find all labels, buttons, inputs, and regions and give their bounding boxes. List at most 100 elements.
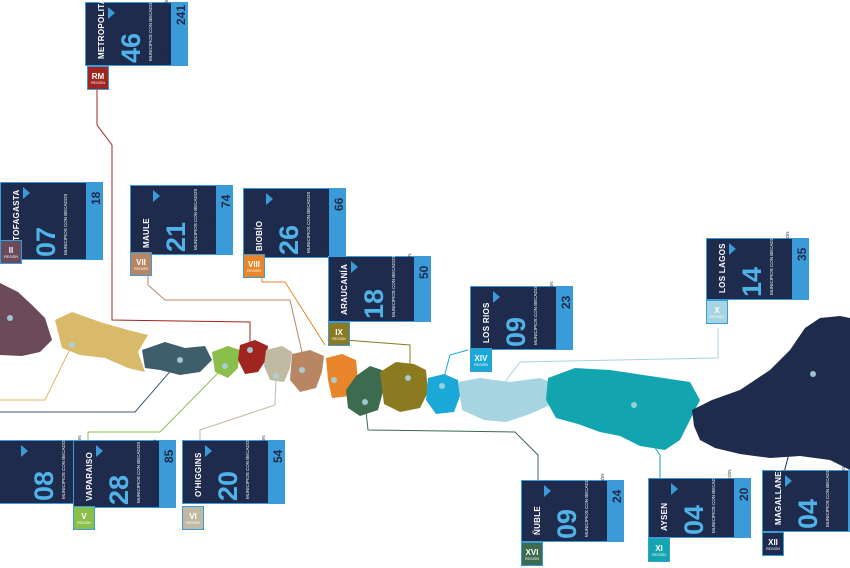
region-roman-numeral: XIV — [474, 353, 488, 363]
leader-line-ohiggins — [199, 377, 277, 440]
pointer-arrow-icon — [205, 445, 212, 457]
beneficiados-panel — [268, 441, 284, 503]
region-name-label: LOS LAGOS — [718, 243, 727, 293]
municipios-label: MUNICIPIOS CON BECADOS — [193, 188, 198, 250]
region-shape-araucania — [380, 362, 428, 412]
leader-line-maule — [147, 272, 303, 353]
region-roman-numeral: IX — [335, 327, 343, 337]
region-shape-ohiggins — [264, 346, 292, 382]
region-word: REGIÓN — [77, 520, 91, 525]
beneficiados-label: BENEFICIADOS POR REGIÓN — [549, 281, 554, 345]
region-shape-losrios — [426, 374, 460, 414]
beneficiados-panel — [848, 471, 850, 531]
municipios-count: 20 — [213, 470, 243, 501]
leader-line-biobio — [261, 275, 326, 346]
beneficiados-panel — [171, 3, 187, 65]
region-name: AYSEN — [649, 479, 671, 537]
municipios-label: MUNICIPIOS CON BECADOS — [825, 465, 830, 527]
beneficiados-count: 35 — [795, 247, 809, 261]
region-word: REGIÓN — [186, 520, 200, 525]
municipios-label: MUNICIPIOS CON BECADOS — [391, 255, 396, 317]
beneficiados-panel — [159, 441, 175, 507]
municipios-label: MUNICIPIOS CON BECADOS — [306, 191, 311, 253]
beneficiados-panel — [86, 183, 102, 259]
region-roman-numeral: VI — [189, 511, 197, 521]
region-shape-coquimbo — [142, 342, 212, 375]
pointer-arrow-icon — [153, 190, 160, 202]
region-name-label: ÑUBLE — [533, 505, 542, 535]
region-name-label: VAPARAISO — [85, 451, 94, 501]
region-name: BIOBÍO — [244, 189, 266, 257]
pointer-arrow-icon — [108, 7, 115, 19]
municipios-count: 26 — [274, 224, 304, 255]
region-word: REGIÓN — [652, 552, 666, 557]
beneficiados-label: BENEFICIADOS POR REGIÓN — [841, 463, 846, 527]
pointer-arrow-icon — [23, 187, 30, 199]
beneficiados-count: 20 — [737, 487, 751, 501]
pointer-arrow-icon — [96, 445, 103, 457]
region-name: MAGALLANES — [763, 466, 785, 531]
leader-line-nuble — [364, 401, 539, 480]
region-name — [0, 441, 21, 503]
region-name: LOS LAGOS — [707, 239, 729, 299]
region-name: VAPARAISO — [74, 441, 96, 507]
region-roman-numeral: XII — [768, 537, 778, 547]
municipios-label: MUNICIPIOS CON BECADOS — [711, 471, 716, 533]
pointer-arrow-icon — [544, 485, 551, 497]
region-name-label: METROPOLITANA — [97, 0, 106, 59]
beneficiados-label: BENEFICIADOS POR REGIÓN — [209, 186, 214, 250]
beneficiados-label: BENEFICIADOS POR REGIÓN — [322, 189, 327, 253]
pointer-arrow-icon — [21, 445, 28, 457]
beneficiados-label: BENEFICIADOS POR REGIÓN — [152, 439, 157, 503]
beneficiados-count: 23 — [559, 295, 573, 309]
region-word: REGIÓN — [710, 314, 724, 319]
municipios-label: MUNICIPIOS CON BECADOS — [584, 475, 589, 537]
region-roman-numeral: RM — [91, 71, 105, 81]
beneficiados-panel — [556, 287, 572, 349]
region-word: REGIÓN — [4, 254, 18, 259]
beneficiados-label: BENEFICIADOS POR REGIÓN — [79, 191, 84, 255]
leader-line-loslagos — [494, 328, 719, 396]
municipios-label: MUNICIPIOS CON BECADOS — [245, 437, 250, 499]
municipios-label: MUNICIPIOS CON BECADOS — [136, 441, 141, 503]
region-name: O'HIGGINS — [183, 441, 205, 503]
region-word: REGIÓN — [91, 80, 105, 85]
municipios-label: MUNICIPIOS CON BECADOS — [533, 283, 538, 345]
beneficiados-count: 50 — [417, 265, 431, 279]
region-shape-maule — [290, 350, 324, 392]
municipios-count: 14 — [737, 266, 767, 297]
pointer-arrow-icon — [351, 261, 358, 273]
pointer-arrow-icon — [266, 193, 273, 205]
region-name-label: AYSEN — [660, 502, 669, 531]
beneficiados-count: 66 — [332, 197, 346, 211]
pointer-arrow-icon — [671, 483, 678, 495]
region-name-label: O'HIGGINS — [194, 452, 203, 497]
municipios-count: 07 — [31, 226, 61, 257]
region-shape-valparaiso — [212, 346, 240, 378]
region-word: REGIÓN — [766, 546, 780, 551]
beneficiados-count: 241 — [174, 4, 188, 25]
region-shape-loslagos — [458, 378, 560, 422]
beneficiados-panel — [792, 239, 808, 299]
region-word: REGIÓN — [134, 266, 148, 271]
beneficiados-count: 18 — [89, 191, 103, 205]
beneficiados-count: 24 — [610, 489, 624, 503]
beneficiados-label: BENEFICIADOS POR REGIÓN — [164, 0, 169, 61]
beneficiados-panel — [329, 189, 345, 257]
region-word: REGIÓN — [247, 268, 261, 273]
beneficiados-panel — [734, 479, 750, 537]
region-roman-numeral: X — [714, 305, 720, 315]
municipios-count: 28 — [104, 474, 134, 505]
pointer-arrow-icon — [729, 243, 736, 255]
